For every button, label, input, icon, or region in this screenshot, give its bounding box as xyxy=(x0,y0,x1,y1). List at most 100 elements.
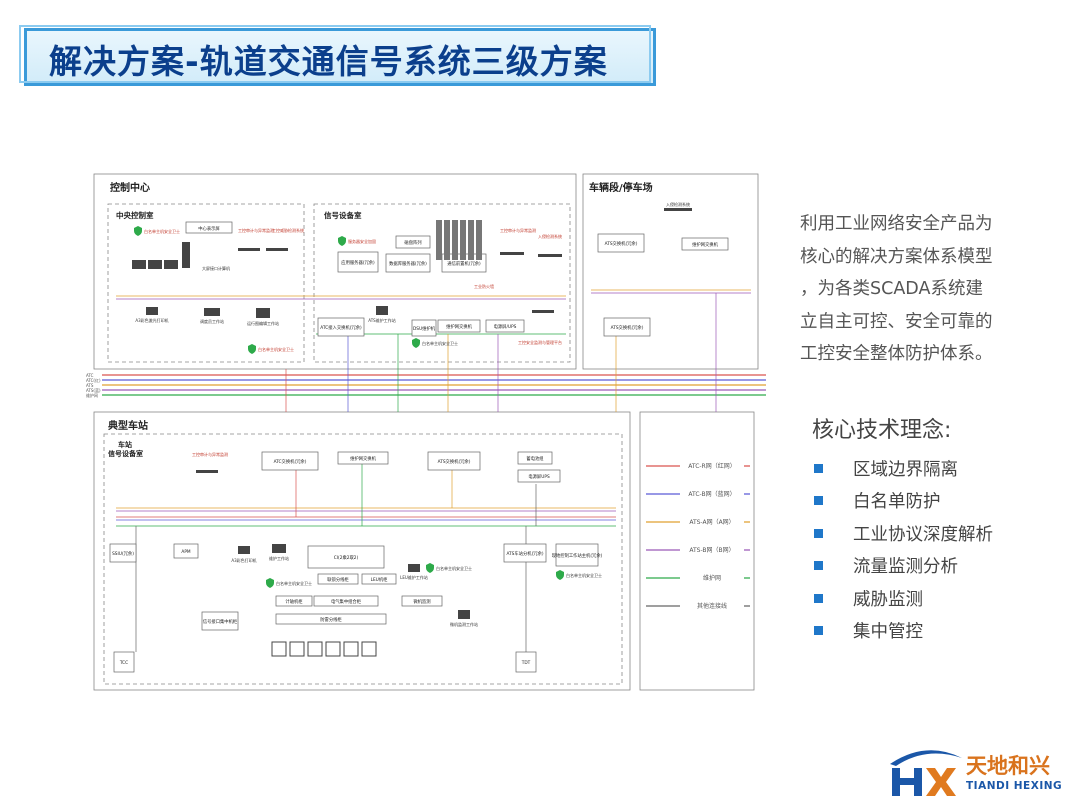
bus-label-2: ATS xyxy=(86,383,94,388)
box-tdt: TDT xyxy=(521,660,531,666)
legend-label: 维护网 xyxy=(703,574,721,582)
box-atc-access: ATC接入交换机(冗余) xyxy=(320,324,362,331)
control-center-frame xyxy=(93,173,577,370)
bus-label-3: ATS(蓝) xyxy=(86,387,101,393)
badge-wl5: 白名单主机安全卫士 xyxy=(436,565,472,571)
bus-label-0: ATC xyxy=(86,373,94,378)
badge-audit2: 工控威胁检测系统 xyxy=(272,227,304,233)
concepts-title: 核心技术理念: xyxy=(812,418,952,443)
shield-icon xyxy=(338,236,346,246)
legend-label: ATS-A网（A网） xyxy=(689,519,734,526)
company-logo: 天地和兴 TIANDI HEXING xyxy=(886,744,1076,804)
list-item: 区域边界隔离 xyxy=(814,452,993,485)
bullet-icon xyxy=(814,561,823,571)
box-tcc: TCC xyxy=(119,660,128,666)
concepts-list: 区域边界隔离 白名单防护 工业协议深度解析 流量监测分析 威胁监测 集中管控 xyxy=(814,452,993,647)
box-maint-switch-depot: 维护网交换机 xyxy=(692,241,718,248)
box-dsu: DSU维护机 xyxy=(413,325,436,332)
shield-icon xyxy=(426,563,434,573)
box-ecid: 联锁分线柜 xyxy=(327,576,349,583)
intro-line: 利用工业网络安全产品为 xyxy=(800,214,993,234)
label-dispatcher: 调度员工作站 xyxy=(200,318,224,324)
badge-isolation: 服务器安全加固 xyxy=(348,238,376,244)
badge-wl3: 白名单主机安全卫士 xyxy=(422,340,458,346)
shield-icon xyxy=(556,570,564,580)
list-item: 流量监测分析 xyxy=(814,550,993,583)
box-elec: 电气集中组合柜 xyxy=(331,598,362,605)
label-printer: A3彩色激光打印机 xyxy=(135,317,168,323)
box-ats-switch-depot: ATS交换机(冗余) xyxy=(605,240,638,247)
badge-wl4: 白名单主机安全卫士 xyxy=(276,580,312,586)
label-maint-ws: 运行图编辑工作站 xyxy=(247,320,279,326)
box-app-server: 应用服务器(冗余) xyxy=(341,259,375,266)
box-center-display: 中心表示屏 xyxy=(198,225,220,232)
station-room-label: 车站信号设备室 xyxy=(108,440,143,458)
badge-wl6: 白名单主机安全卫士 xyxy=(566,572,602,578)
bullet-icon xyxy=(814,528,823,538)
badge-wl1: 白名单主机安全卫士 xyxy=(144,228,180,234)
box-ci: CI(2乘2取2) xyxy=(334,554,359,561)
shield-icon xyxy=(134,226,142,236)
list-item: 威胁监测 xyxy=(814,582,993,615)
box-micro: 微机监测 xyxy=(413,598,430,605)
control-center-label: 控制中心 xyxy=(110,181,150,194)
legend-label: ATC-R网（红网） xyxy=(688,462,735,470)
badge-wl2: 白名单主机安全卫士 xyxy=(258,346,294,352)
bus-label-4: 维护网 xyxy=(86,392,98,398)
badge-sec-mgmt: 工控安全监测与管理平台 xyxy=(518,339,562,345)
badge-firewall: 工业防火墙 xyxy=(474,283,494,289)
title-banner-frame xyxy=(19,25,651,83)
legend-label: 其他连接线 xyxy=(697,602,727,610)
box-ssiu: SSIU(冗余) xyxy=(112,550,134,557)
badge-audit3: 工控审计与异常监测 xyxy=(500,227,536,233)
box-ups-station: 电源屏UPS xyxy=(528,473,550,480)
shield-icon xyxy=(266,578,274,588)
box-atc-switch-station: ATC交换机(冗余) xyxy=(274,458,307,465)
box-apm: APM xyxy=(181,549,191,555)
badge-audit1: 工控审计与异常监测 xyxy=(238,227,274,233)
box-comm-front: 通信前置机(冗余) xyxy=(447,260,481,267)
label-a3-printer2: A3彩色打印机 xyxy=(231,557,256,563)
signal-room-frame xyxy=(313,203,571,363)
legend: ATC-R网（红网） ATC-B网（蓝网） ATS-A网（A网） ATS-B网（B网）… xyxy=(646,460,750,610)
box-db-server: 数据库服务器(冗余) xyxy=(389,260,427,267)
label-leu-ws: LEU维护工作站 xyxy=(400,574,428,580)
badge-station-audit: 工控审计与异常监测 xyxy=(192,451,228,457)
list-item: 集中管控 xyxy=(814,615,993,648)
bus-label-1: ATC(红) xyxy=(86,377,101,383)
legend-label: ATS-B网（B网） xyxy=(689,547,734,554)
shield-icon xyxy=(248,344,256,354)
box-ats-sub: ATS车站分机(冗余) xyxy=(506,550,543,557)
station-label: 典型车站 xyxy=(108,419,148,432)
box-ups-center: 电源屏/UPS xyxy=(494,323,517,330)
list-item: 白名单防护 xyxy=(814,485,993,518)
logo-en: TIANDI HEXING xyxy=(966,780,1063,792)
depot-frame xyxy=(582,173,759,370)
bullet-icon xyxy=(814,593,823,603)
box-station-ws: 现地控制工作站主机(冗余) xyxy=(552,552,603,559)
bullet-icon xyxy=(814,463,823,473)
box-ats-switch-station: ATS交换机(冗余) xyxy=(438,458,471,465)
box-maint-switch: 维护网交换机 xyxy=(446,323,472,330)
intro-line: 工控安全整体防护体系。 xyxy=(800,344,993,364)
bullet-icon xyxy=(814,626,823,636)
logo-cn: 天地和兴 xyxy=(966,754,1050,778)
central-room-label: 中央控制室 xyxy=(116,210,154,220)
bullet-icon xyxy=(814,496,823,506)
network-diagram: 控制中心 中央控制室 信号设备室 车辆段/停车场 典型车站 车站信号设备室 AT… xyxy=(86,173,766,691)
label-maint-ws2: 维护工作站 xyxy=(269,555,289,561)
list-item: 工业协议深度解析 xyxy=(814,517,993,550)
badge-mgmt: 入侵检测系统 xyxy=(538,233,562,239)
signal-room-label: 信号设备室 xyxy=(324,210,362,220)
label-large-screen: 大屏接口计算机 xyxy=(202,265,230,271)
box-maint-switch-station: 维护网交换机 xyxy=(350,455,376,462)
box-interface: 信号接口集中机柜 xyxy=(203,618,238,625)
box-power: 蓄电池组 xyxy=(526,455,544,462)
label-depot-top: 入侵检测系统 xyxy=(666,201,690,207)
label-ats-terminal: ATS维护工作站 xyxy=(368,317,395,323)
station-room-frame xyxy=(103,433,623,685)
box-dist: 防雷分线柜 xyxy=(320,616,342,623)
intro-line: 核心的解决方案体系模型 xyxy=(800,246,993,267)
intro-text: 利用工业网络安全产品为 核心的解决方案体系模型 ，为各类SCADA系统建 立自主… xyxy=(800,208,1050,371)
legend-label: ATC-B网（蓝网） xyxy=(688,490,735,498)
